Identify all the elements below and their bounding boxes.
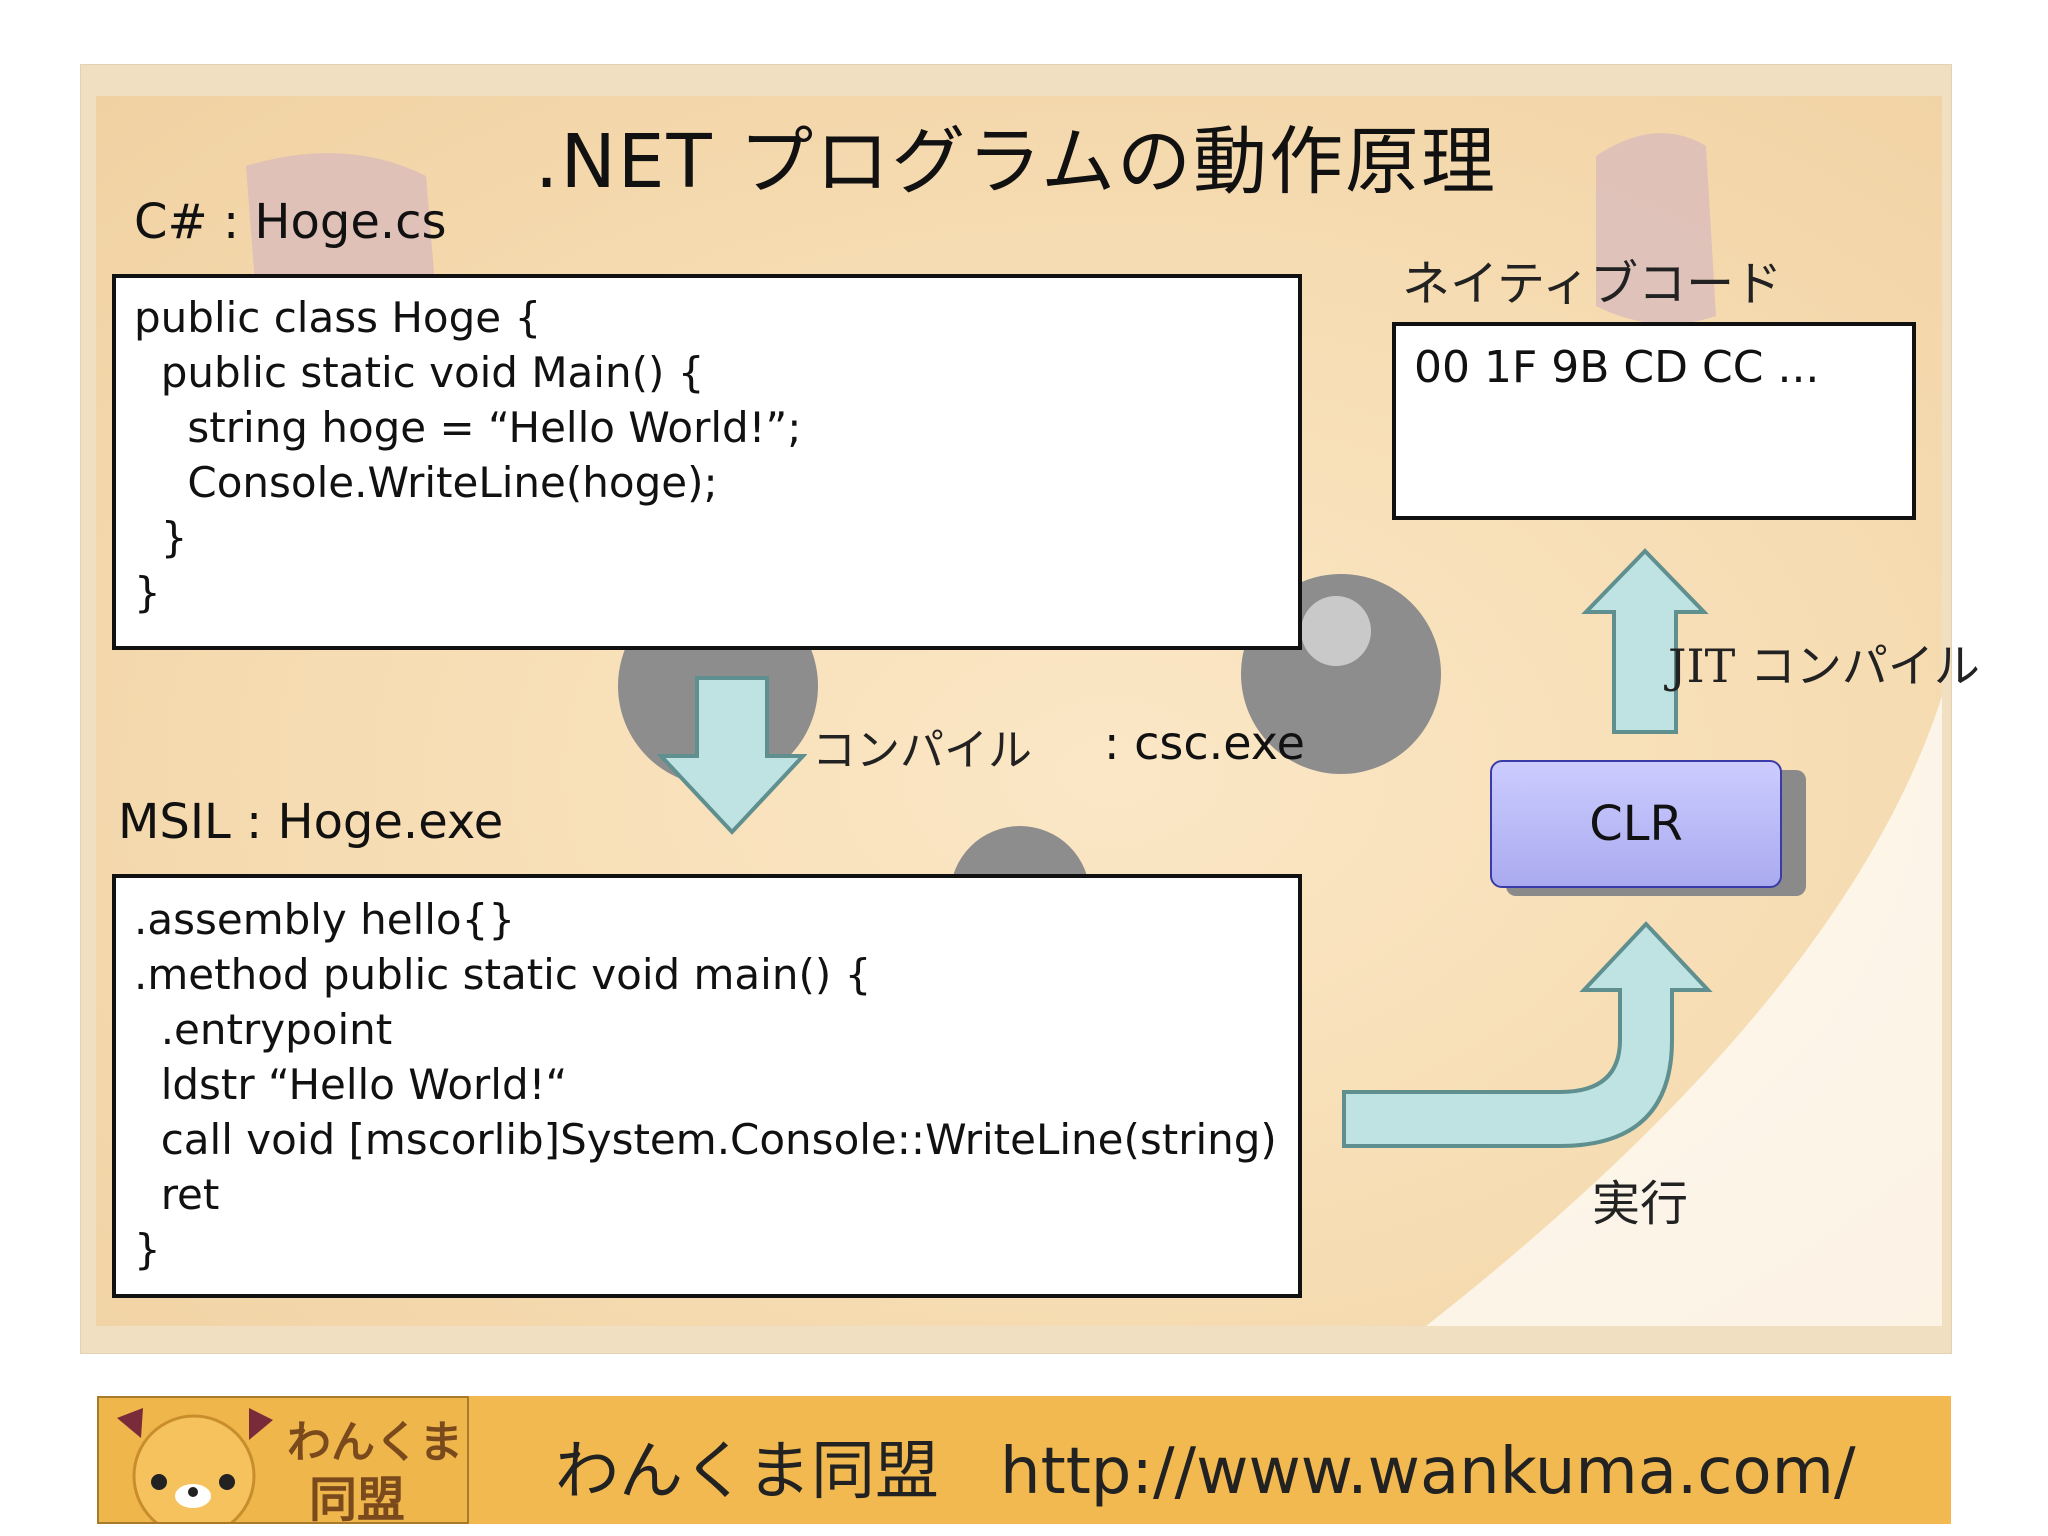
msil-label: MSIL : Hoge.exe	[118, 794, 504, 850]
jit-arrow-icon	[1581, 548, 1709, 734]
native-code-label: ネイティブコード	[1402, 256, 1783, 312]
code-line: string hoge = “Hello World!”;	[134, 403, 802, 452]
footer-text: わんくま同盟 http://www.wankuma.com/	[555, 1420, 1856, 1512]
code-line: call void [mscorlib]System.Console::Writ…	[134, 1115, 1277, 1164]
logo-text-top: わんくま	[287, 1417, 463, 1468]
code-line: public class Hoge {	[134, 293, 542, 342]
footer-url[interactable]: http://www.wankuma.com/	[1000, 1435, 1856, 1509]
native-code-box: 00 1F 9B CD CC ...	[1392, 322, 1916, 520]
footer-org: わんくま同盟	[555, 1435, 939, 1509]
msil-code-box: .assembly hello{} .method public static …	[112, 874, 1302, 1298]
bear-face-icon	[117, 1408, 273, 1522]
compile-label: コンパイル	[812, 725, 1032, 776]
clr-box: CLR	[1490, 760, 1782, 888]
csharp-code-box: public class Hoge { public static void M…	[112, 274, 1302, 650]
code-line: }	[134, 1225, 161, 1274]
clr-label: CLR	[1589, 796, 1683, 852]
code-line: .entrypoint	[134, 1005, 393, 1054]
compile-tool-label: : csc.exe	[1104, 716, 1305, 770]
compile-arrow-icon	[657, 676, 807, 835]
code-line: .assembly hello{}	[134, 895, 516, 944]
execute-label: 実行	[1592, 1176, 1689, 1232]
code-line: .method public static void main() {	[134, 950, 872, 999]
csharp-label: C# : Hoge.cs	[134, 194, 447, 250]
code-line: Console.WriteLine(hoge);	[134, 458, 718, 507]
logo-text-bottom: 同盟	[309, 1472, 406, 1524]
code-line: public static void Main() {	[134, 348, 705, 397]
native-code-value: 00 1F 9B CD CC ...	[1414, 342, 1820, 393]
jit-compile-label: JIT コンパイル	[1668, 639, 1980, 693]
code-line: ldstr “Hello World!“	[134, 1060, 568, 1109]
code-line: }	[134, 513, 188, 562]
wankuma-logo: わんくま 同盟	[97, 1396, 469, 1524]
code-line: ret	[134, 1170, 220, 1219]
slide-title: .NET プログラムの動作原理	[534, 119, 1498, 205]
execute-arrow-icon	[1342, 921, 1713, 1148]
code-line: }	[134, 568, 161, 617]
